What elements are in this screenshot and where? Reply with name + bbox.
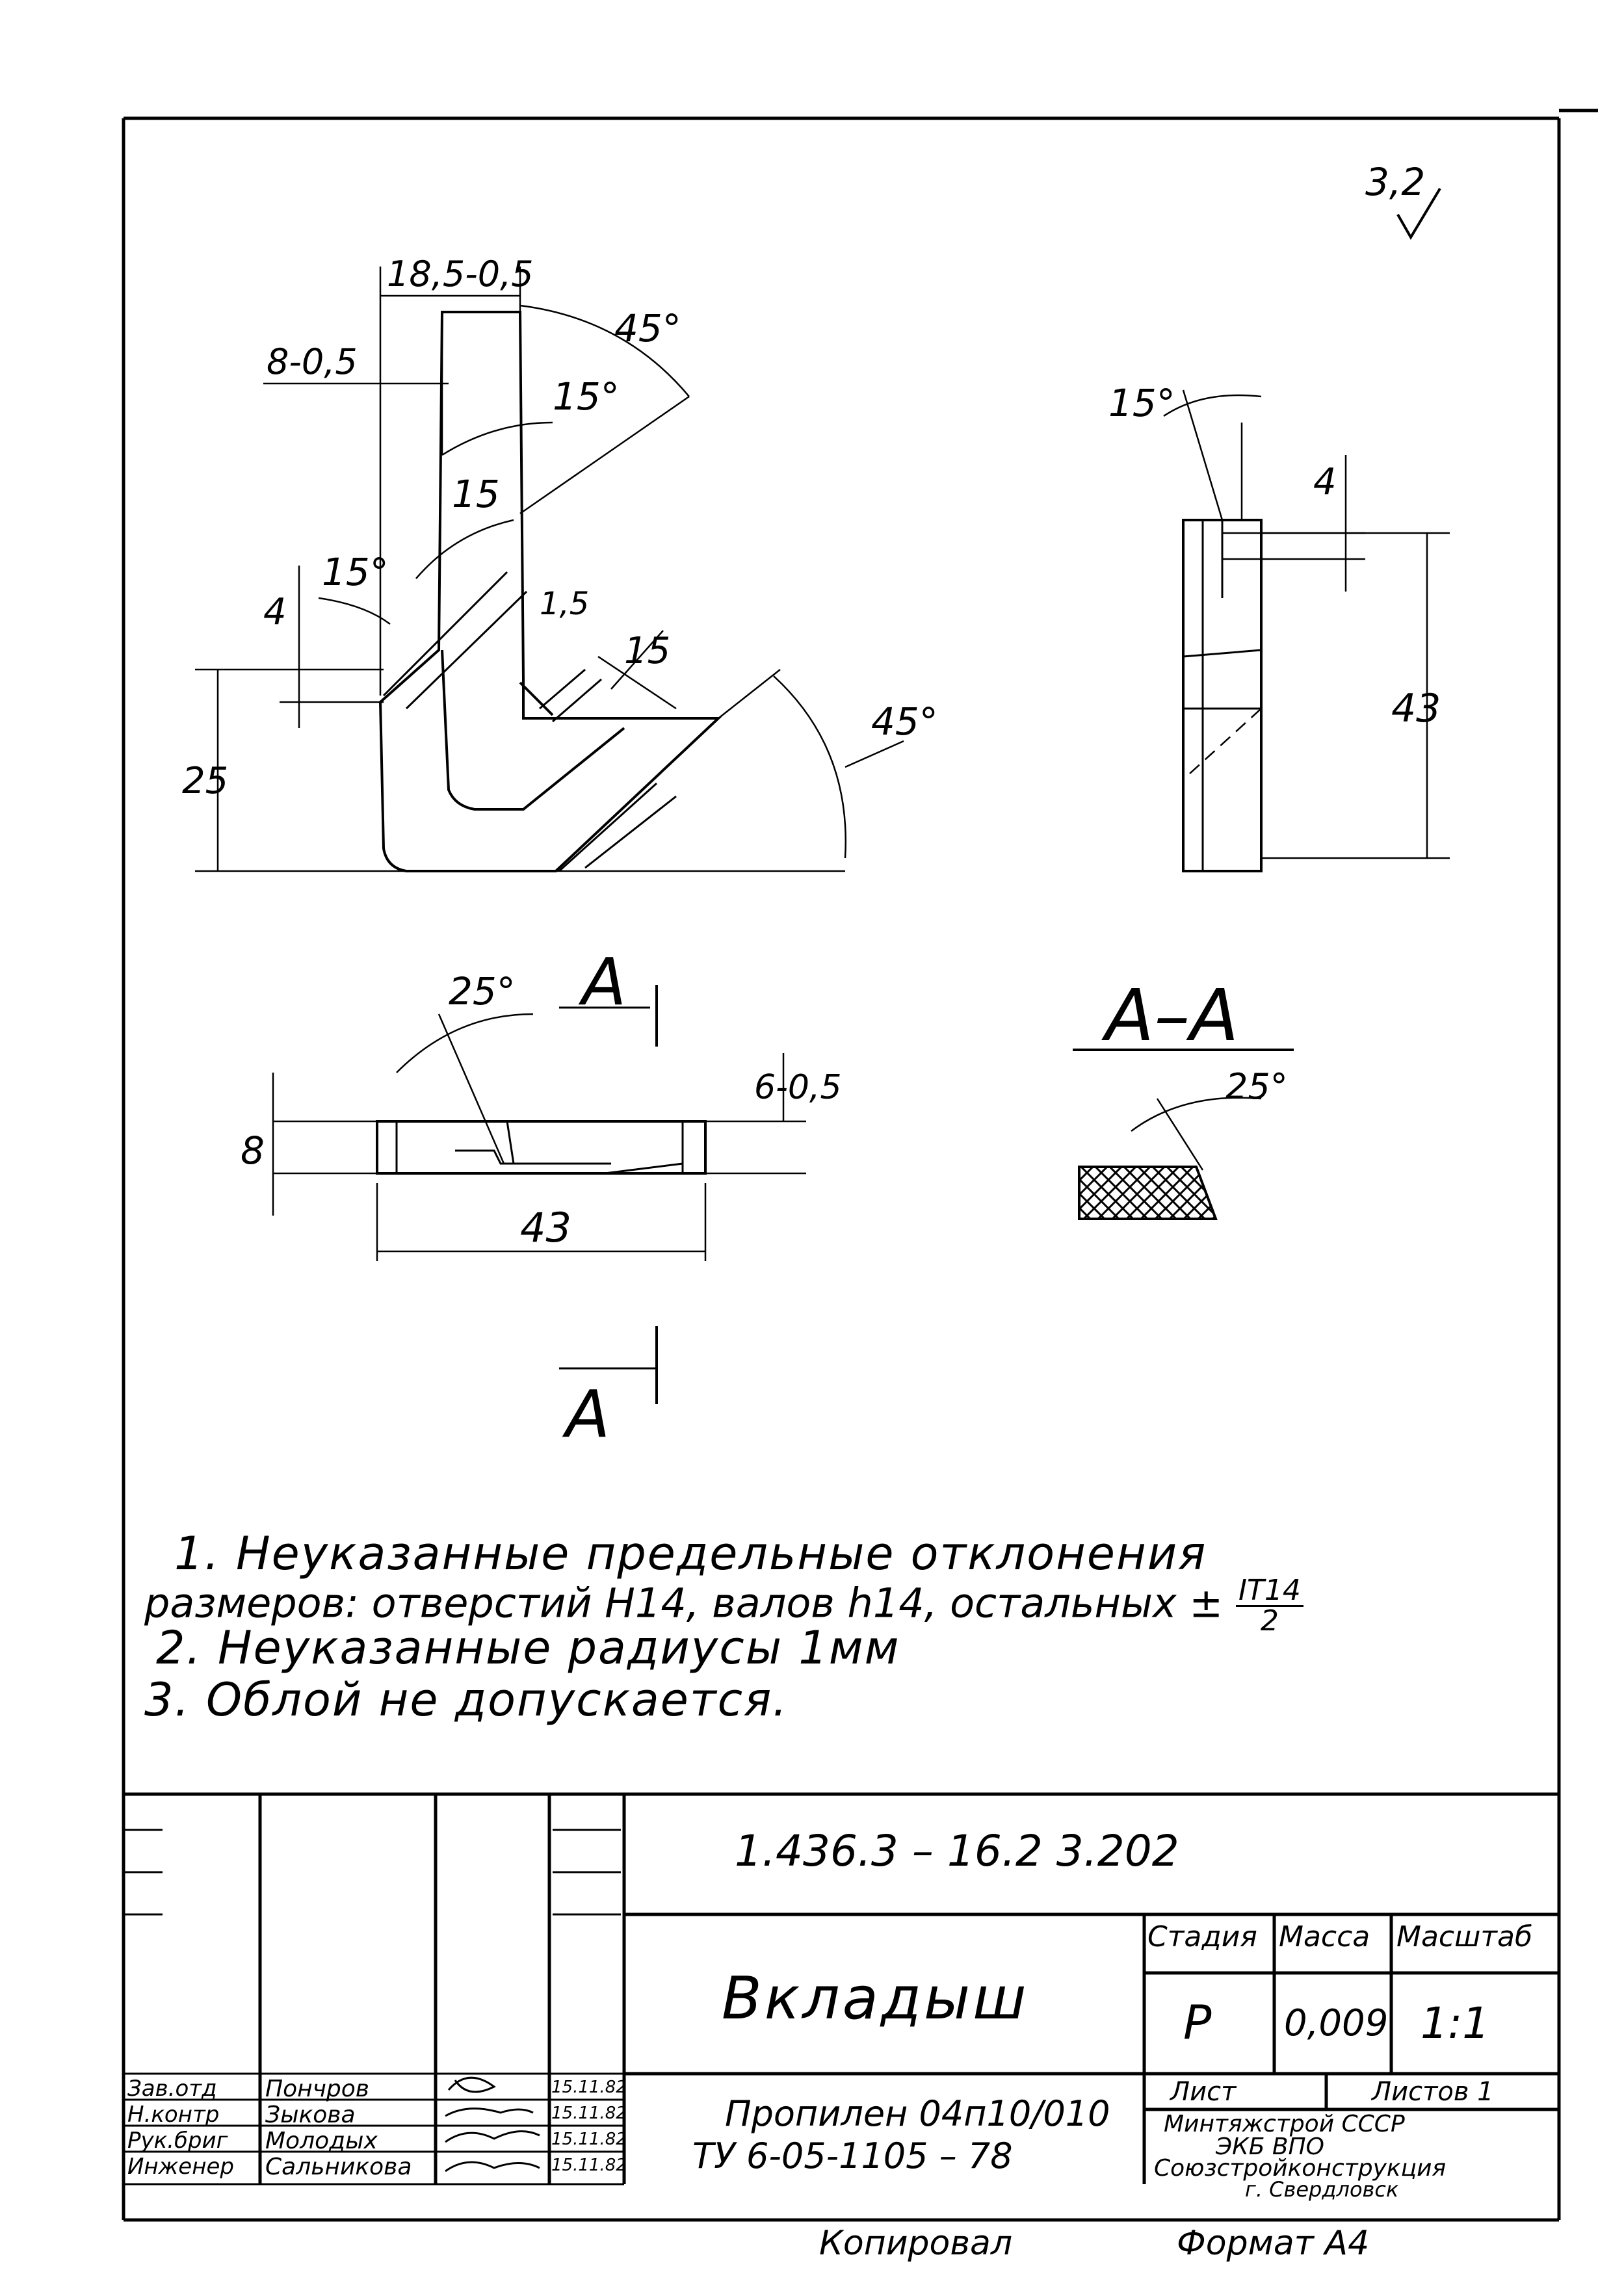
note-1-line-2: размеров: отверстий Н14, валов h14, оста… bbox=[144, 1576, 1303, 1636]
role-2: Н.контр bbox=[127, 2102, 220, 2128]
plan-dim-43: 43 bbox=[520, 1204, 571, 1251]
angle-15-c: 15° bbox=[322, 550, 389, 594]
org-line-2: ЭКБ ВПО bbox=[1216, 2133, 1324, 2160]
format-label: Формат А4 bbox=[1177, 2224, 1370, 2263]
name-3: Молодых bbox=[265, 2128, 378, 2154]
name-1: Пончров bbox=[265, 2076, 369, 2102]
note-3: 3. Облой не допускается. bbox=[144, 1673, 789, 1727]
date-2: 15.11.82 bbox=[551, 2104, 627, 2123]
sheets-label: Листов 1 bbox=[1372, 2077, 1494, 2107]
dim-1-5: 1,5 bbox=[540, 586, 589, 622]
angle-15-a: 15° bbox=[553, 374, 620, 419]
title-block-grid bbox=[124, 1792, 1559, 2185]
dim-15: 15 bbox=[624, 630, 670, 672]
section-mark-bottom: А bbox=[562, 1376, 610, 1452]
hdr-mass: Масса bbox=[1279, 1920, 1370, 1953]
date-1: 15.11.82 bbox=[551, 2078, 627, 2097]
doc-number: 1.436.3 – 16.2 3.202 bbox=[735, 1826, 1179, 1876]
date-4: 15.11.82 bbox=[551, 2156, 627, 2175]
section-hatch bbox=[1078, 1166, 1218, 1220]
angle-15-b: 15 bbox=[452, 472, 500, 516]
side-dim-4: 4 bbox=[1313, 461, 1337, 503]
date-3: 15.11.82 bbox=[551, 2130, 627, 2149]
section-mark-top: А bbox=[578, 944, 626, 1020]
role-1: Зав.отд bbox=[127, 2076, 217, 2102]
angle-45-bottom: 45° bbox=[871, 699, 938, 744]
stage-value: Р bbox=[1183, 1995, 1212, 2050]
section-a-a: А–А 25° bbox=[1073, 974, 1294, 1220]
signatures bbox=[445, 2076, 540, 2172]
org-line-4: г. Свердловск bbox=[1245, 2177, 1399, 2202]
plan-view bbox=[272, 985, 806, 1404]
dim-4: 4 bbox=[263, 591, 287, 633]
main-view-labels: 18,5-0,5 8-0,5 45° 15° 15 15° 4 25 1,5 1… bbox=[182, 254, 938, 802]
sheet-frame bbox=[122, 109, 1598, 2222]
side-angle-15: 15° bbox=[1108, 381, 1175, 425]
hdr-stage: Стадия bbox=[1147, 1920, 1257, 1953]
hdr-scale: Масштаб bbox=[1396, 1920, 1533, 1953]
role-4: Инженер bbox=[127, 2154, 234, 2180]
plan-dim-6: 6-0,5 bbox=[754, 1068, 842, 1107]
sheet-label: Лист bbox=[1170, 2077, 1237, 2107]
org-line-1: Минтяжстрой СССР bbox=[1164, 2111, 1405, 2137]
plan-view-labels: 25° 6-0,5 8 43 А А bbox=[241, 944, 842, 1452]
main-view bbox=[195, 267, 904, 872]
note-1-fraction: IT14 2 bbox=[1235, 1576, 1303, 1637]
dim-25: 25 bbox=[182, 760, 228, 802]
dim-18-5: 18,5-0,5 bbox=[387, 254, 534, 294]
inner-edge bbox=[441, 649, 625, 811]
role-3: Рук.бриг bbox=[127, 2128, 228, 2154]
scale-value: 1:1 bbox=[1421, 1998, 1490, 2048]
org-line-3: Союзстройконструкция bbox=[1154, 2155, 1447, 2182]
note-1-text: размеров: отверстий Н14, валов h14, оста… bbox=[144, 1579, 1224, 1627]
side-view-labels: 15° 4 43 bbox=[1108, 381, 1441, 731]
dim-8: 8-0,5 bbox=[267, 341, 358, 382]
material-line-1: Пропилен 04п10/010 bbox=[725, 2093, 1110, 2134]
section-angle-25: 25° bbox=[1225, 1066, 1288, 1107]
material-line-2: ТУ 6-05-1105 – 78 bbox=[692, 2135, 1013, 2176]
roughness-symbol: 3,2 bbox=[1365, 160, 1441, 240]
plan-angle-25: 25° bbox=[449, 969, 516, 1013]
mass-value: 0,009 bbox=[1284, 2002, 1389, 2044]
roughness-value: 3,2 bbox=[1365, 160, 1425, 204]
name-2: Зыкова bbox=[265, 2102, 356, 2128]
side-view bbox=[1163, 389, 1450, 872]
fraction-denominator: 2 bbox=[1260, 1604, 1279, 1637]
fraction-numerator: IT14 bbox=[1235, 1576, 1303, 1607]
copied-by-label: Копировал bbox=[819, 2224, 1013, 2263]
angle-45-top: 45° bbox=[614, 306, 681, 350]
name-4: Сальникова bbox=[265, 2154, 412, 2180]
plan-dim-8: 8 bbox=[241, 1128, 265, 1173]
section-title: А–А bbox=[1101, 974, 1239, 1057]
note-2: 2. Неуказанные радиусы 1мм bbox=[156, 1621, 900, 1675]
note-1-line-1: 1. Неуказанные предельные отклонения bbox=[174, 1527, 1207, 1580]
side-dim-43: 43 bbox=[1391, 686, 1441, 731]
part-name: Вкладыш bbox=[722, 1964, 1029, 2033]
